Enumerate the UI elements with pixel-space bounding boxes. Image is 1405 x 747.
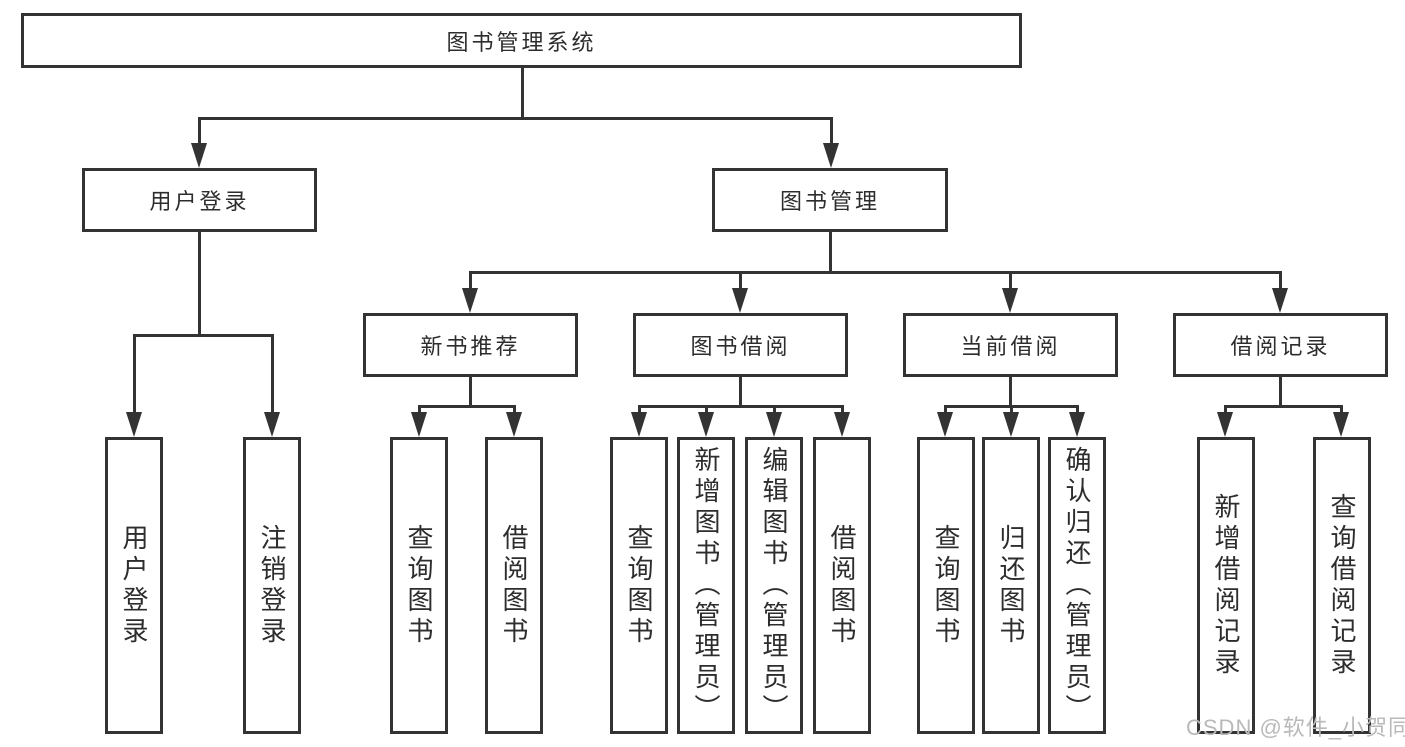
leaf-user-login: 用户登录: [105, 437, 163, 734]
connector-line: [638, 405, 641, 417]
leaf-borrow-books-1: 借阅图书: [485, 437, 543, 734]
node-borrow-records: 借阅记录: [1173, 313, 1388, 377]
leaf-query-books-2: 查询图书: [610, 437, 668, 734]
node-new-book-recommend: 新书推荐: [363, 313, 578, 377]
connector-line: [638, 405, 844, 408]
watermark: CSDN @软件_小贺同学: [1186, 715, 1405, 740]
connector-line: [469, 271, 1282, 274]
arrowhead-down-icon: [1217, 412, 1233, 437]
connector-line: [1224, 405, 1343, 408]
arrowhead-down-icon: [834, 412, 850, 437]
arrowhead-down-icon: [732, 288, 748, 313]
arrowhead-down-icon: [631, 412, 647, 437]
connector-line: [1224, 405, 1227, 417]
node-current-borrow: 当前借阅: [903, 313, 1118, 377]
connector-line: [773, 405, 776, 417]
connector-line: [1009, 377, 1012, 408]
connector-line: [418, 405, 516, 408]
connector-line: [198, 117, 832, 120]
arrowhead-down-icon: [191, 143, 207, 168]
connector-line: [469, 377, 472, 408]
arrowhead-down-icon: [411, 412, 427, 437]
arrowhead-down-icon: [126, 412, 142, 437]
connector-line: [830, 117, 833, 147]
connector-line: [1076, 405, 1079, 417]
leaf-borrow-books-2: 借阅图书: [813, 437, 871, 734]
connector-line: [521, 68, 524, 119]
leaf-return-book: 归还图书: [982, 437, 1040, 734]
leaf-query-books-1: 查询图书: [390, 437, 448, 734]
leaf-confirm-return-admin: 确认归还（管理员）: [1048, 437, 1106, 734]
arrowhead-down-icon: [264, 412, 280, 437]
connector-line: [133, 334, 274, 337]
connector-line: [1010, 405, 1013, 417]
arrowhead-down-icon: [1003, 412, 1019, 437]
connector-line: [133, 334, 136, 415]
leaf-query-books-3: 查询图书: [917, 437, 975, 734]
connector-line: [198, 232, 201, 336]
connector-line: [944, 405, 947, 417]
connector-line: [1279, 377, 1282, 408]
leaf-edit-book-admin: 编辑图书（管理员）: [745, 437, 803, 734]
connector-line: [841, 405, 844, 417]
arrowhead-down-icon: [937, 412, 953, 437]
node-book-management: 图书管理: [712, 168, 948, 232]
arrowhead-down-icon: [462, 288, 478, 313]
arrowhead-down-icon: [1272, 288, 1288, 313]
connector-line: [739, 377, 742, 408]
connector-line: [739, 271, 742, 291]
leaf-add-borrow-record: 新增借阅记录: [1197, 437, 1255, 734]
connector-line: [1009, 271, 1012, 291]
connector-line: [271, 334, 274, 415]
connector-line: [1279, 271, 1282, 291]
arrowhead-down-icon: [1002, 288, 1018, 313]
arrowhead-down-icon: [823, 143, 839, 168]
connector-line: [418, 405, 421, 417]
leaf-logout: 注销登录: [243, 437, 301, 734]
connector-line: [513, 405, 516, 417]
connector-line: [198, 117, 201, 147]
arrowhead-down-icon: [1333, 412, 1349, 437]
node-root: 图书管理系统: [21, 13, 1022, 68]
node-user-login: 用户登录: [82, 168, 317, 232]
node-book-borrow: 图书借阅: [633, 313, 848, 377]
arrowhead-down-icon: [506, 412, 522, 437]
arrowhead-down-icon: [698, 412, 714, 437]
leaf-query-borrow-record: 查询借阅记录: [1313, 437, 1371, 734]
arrowhead-down-icon: [1069, 412, 1085, 437]
leaf-add-book-admin: 新增图书（管理员）: [677, 437, 735, 734]
connector-line: [469, 271, 472, 291]
connector-line: [829, 232, 832, 274]
connector-line: [1340, 405, 1343, 417]
arrowhead-down-icon: [766, 412, 782, 437]
connector-line: [705, 405, 708, 417]
